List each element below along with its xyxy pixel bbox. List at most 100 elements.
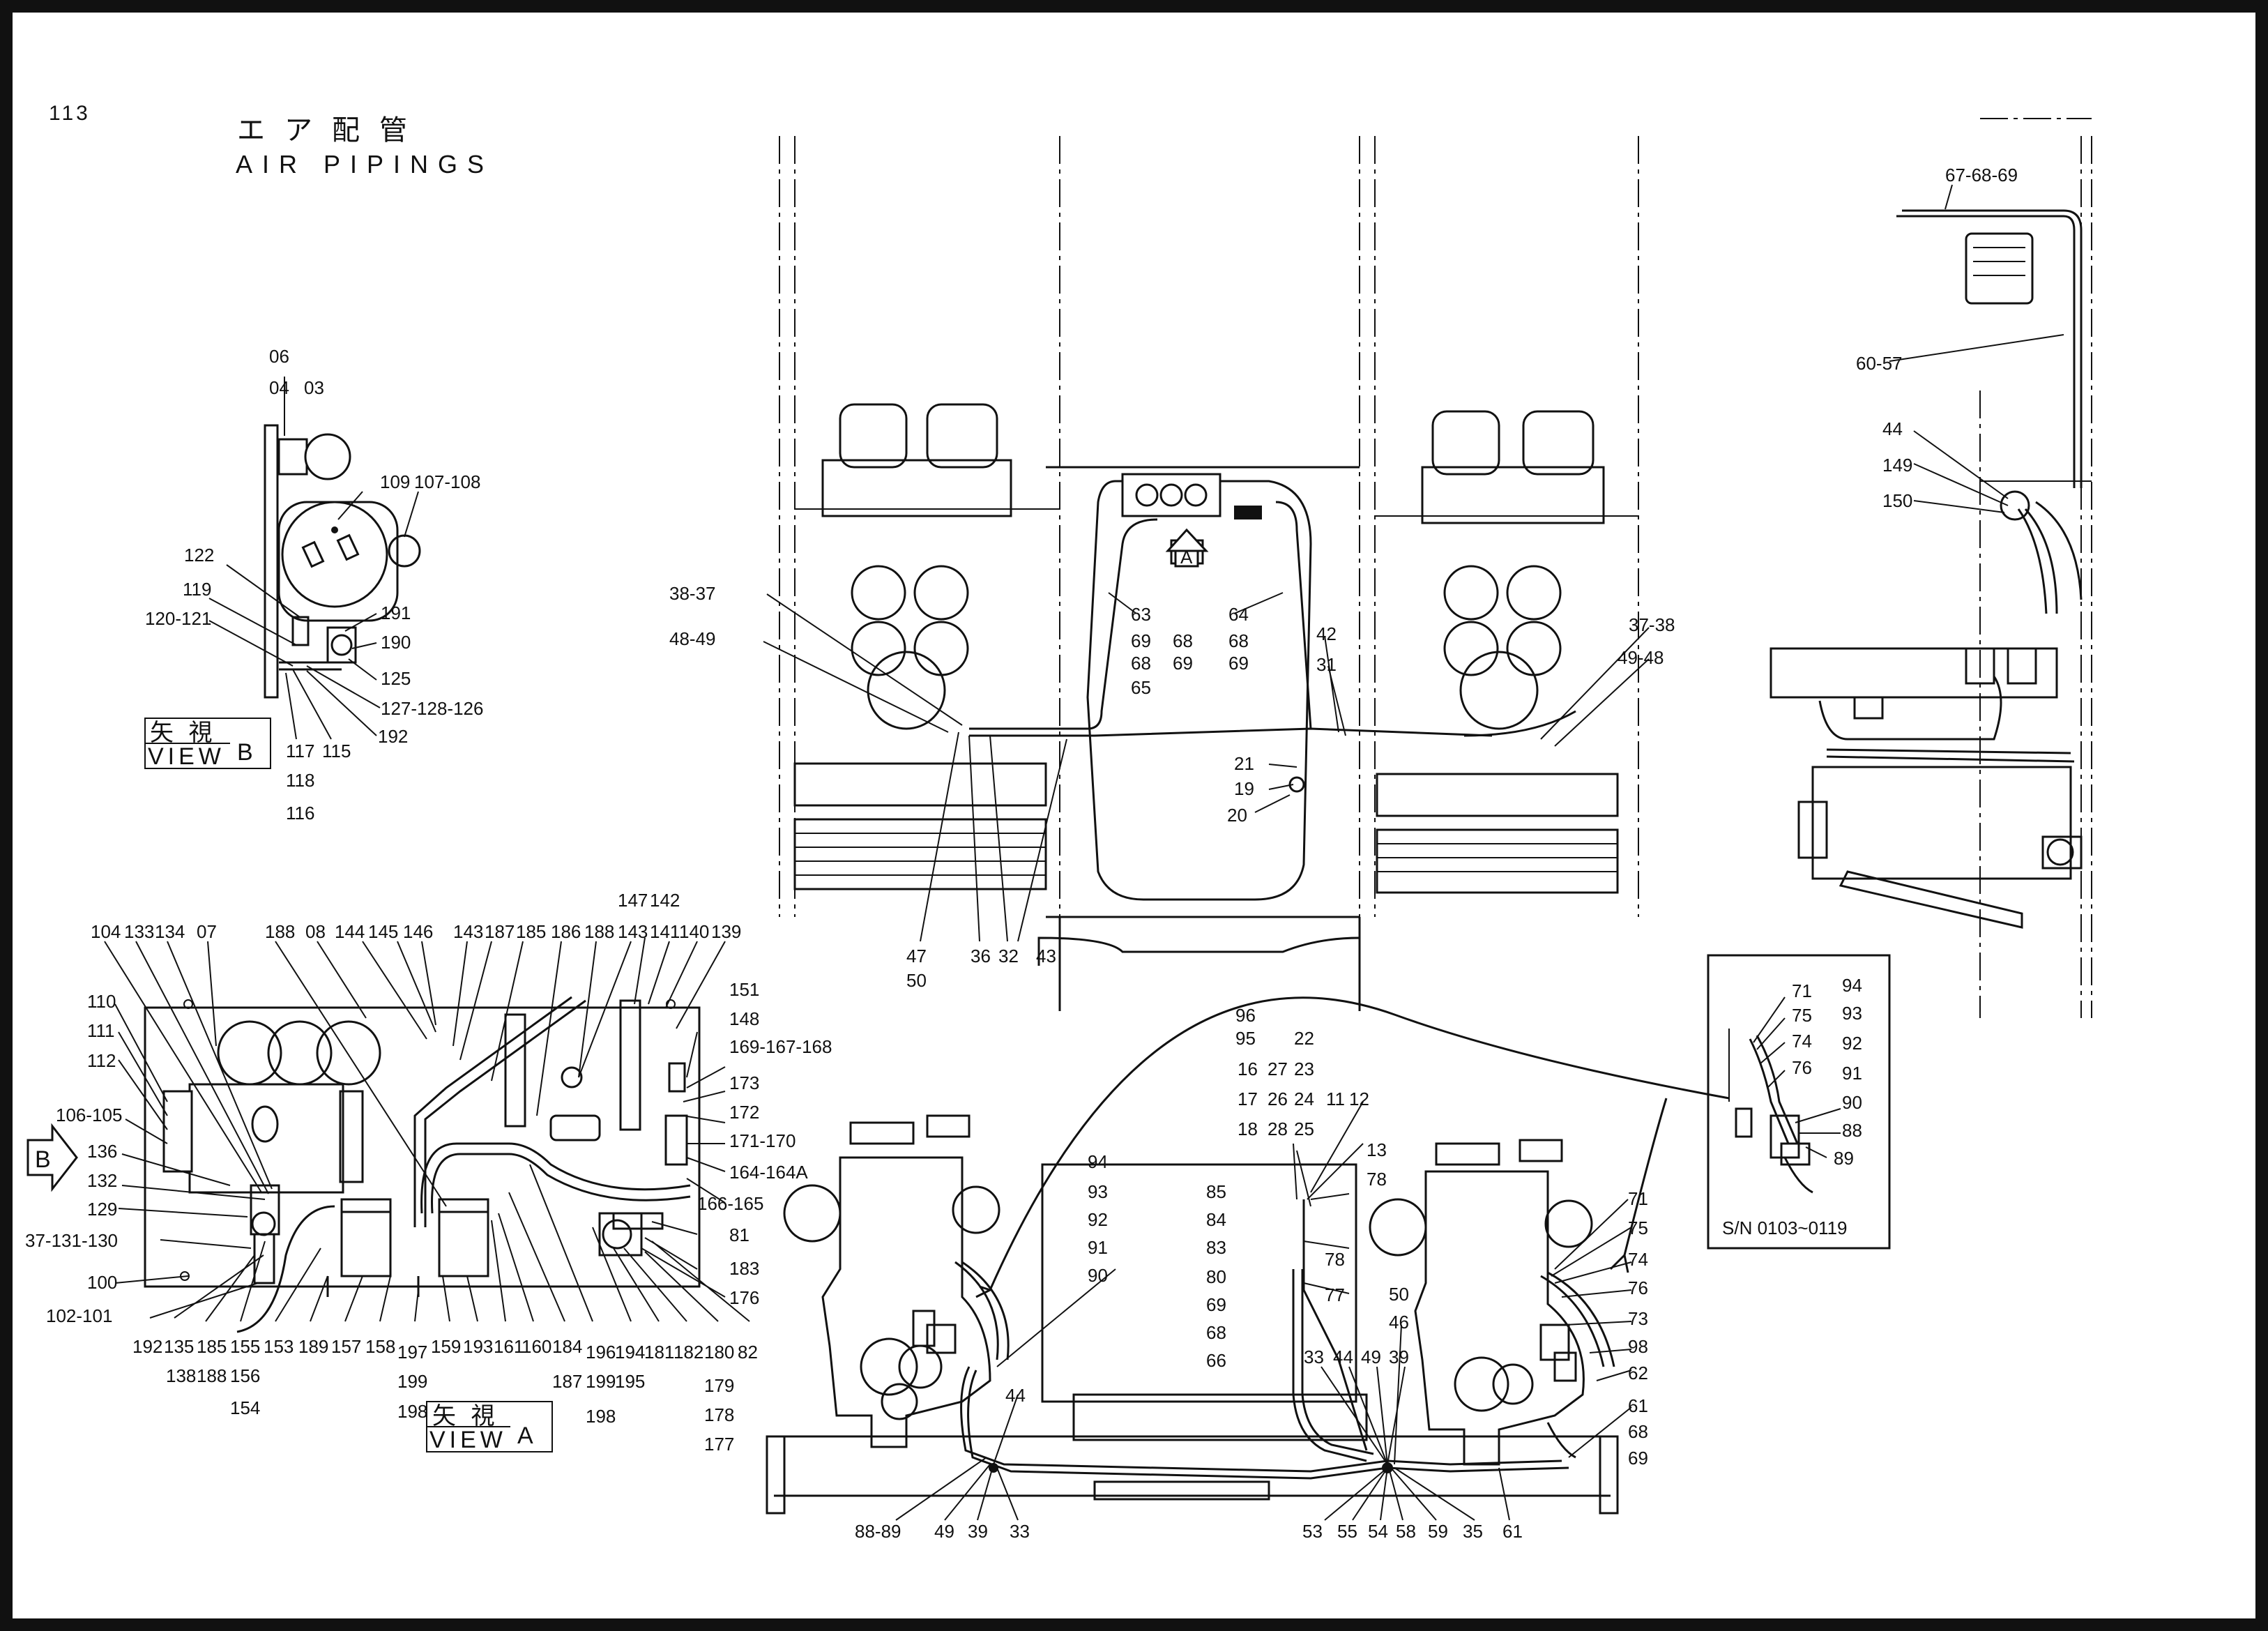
label-08: 08 <box>305 921 326 942</box>
label-25: 25 <box>1294 1118 1314 1139</box>
label-18: 18 <box>1238 1118 1258 1139</box>
label-140: 140 <box>679 921 709 942</box>
view-b-drawing <box>264 424 421 699</box>
label-66: 66 <box>1206 1350 1226 1371</box>
label-134: 134 <box>155 921 185 942</box>
label-59: 59 <box>1428 1521 1448 1542</box>
label-61-a: 61 <box>1502 1521 1523 1542</box>
svg-text:A: A <box>517 1423 538 1449</box>
label-159: 159 <box>431 1336 461 1357</box>
svg-text:VIEW: VIEW <box>148 743 225 770</box>
label-24: 24 <box>1294 1088 1314 1109</box>
label-190: 190 <box>381 632 411 653</box>
label-104: 104 <box>91 921 121 942</box>
label-136: 136 <box>87 1141 117 1162</box>
label-149: 149 <box>1882 455 1912 476</box>
label-183: 183 <box>729 1258 759 1279</box>
label-185-a: 185 <box>516 921 546 942</box>
label-69-br: 69 <box>1206 1294 1226 1315</box>
label-172: 172 <box>729 1102 759 1123</box>
label-81: 81 <box>729 1224 749 1245</box>
label-73: 73 <box>1628 1308 1648 1329</box>
label-38-37: 38-37 <box>669 583 716 604</box>
label-84: 84 <box>1206 1209 1226 1230</box>
label-53: 53 <box>1302 1521 1323 1542</box>
label-11: 11 <box>1326 1088 1345 1109</box>
label-180: 180 <box>704 1342 734 1363</box>
label-50-br: 50 <box>1389 1284 1409 1305</box>
label-141: 141 <box>650 921 680 942</box>
label-144: 144 <box>335 921 365 942</box>
label-12: 12 <box>1349 1088 1369 1109</box>
label-83: 83 <box>1206 1237 1226 1258</box>
label-96: 96 <box>1235 1005 1256 1026</box>
label-198-a: 198 <box>397 1401 427 1422</box>
label-193: 193 <box>463 1336 493 1357</box>
label-04: 04 <box>269 377 289 398</box>
label-142: 142 <box>650 890 680 911</box>
label-68-a: 68 <box>1131 653 1151 674</box>
label-69-b-br: 69 <box>1628 1448 1648 1469</box>
label-109: 109 <box>380 471 410 492</box>
label-20: 20 <box>1227 805 1247 826</box>
svg-text:矢 視: 矢 視 <box>150 720 216 746</box>
view-a-leaders <box>104 937 750 1322</box>
label-143-b: 143 <box>618 921 648 942</box>
label-26: 26 <box>1268 1088 1288 1109</box>
label-37-131-130: 37-131-130 <box>25 1230 118 1251</box>
inset-label-74: 74 <box>1792 1031 1812 1052</box>
label-156: 156 <box>230 1365 260 1386</box>
label-80: 80 <box>1206 1266 1226 1287</box>
label-176: 176 <box>729 1287 759 1308</box>
label-188-a: 188 <box>265 921 295 942</box>
label-191: 191 <box>381 602 411 623</box>
label-199-b: 199 <box>586 1371 616 1392</box>
label-150: 150 <box>1882 490 1912 511</box>
label-192-va: 192 <box>132 1336 162 1357</box>
inset-label-75: 75 <box>1792 1005 1812 1026</box>
label-184: 184 <box>552 1336 582 1357</box>
label-39-a: 39 <box>1389 1346 1409 1367</box>
label-74: 74 <box>1628 1249 1648 1270</box>
label-154: 154 <box>230 1397 260 1418</box>
label-116: 116 <box>286 803 314 824</box>
svg-text:A: A <box>1180 547 1193 568</box>
label-33-a: 33 <box>1304 1346 1324 1367</box>
label-22: 22 <box>1294 1028 1314 1049</box>
label-21: 21 <box>1234 753 1254 774</box>
label-39-b: 39 <box>968 1521 988 1542</box>
label-164-164a: 164-164A <box>729 1162 808 1183</box>
label-46: 46 <box>1389 1312 1409 1333</box>
label-111: 111 <box>87 1020 115 1041</box>
label-120-121: 120-121 <box>145 608 211 629</box>
svg-text:B: B <box>237 739 257 766</box>
top-right-leaders <box>1889 184 2064 513</box>
label-78-a: 78 <box>1367 1169 1387 1190</box>
label-129: 129 <box>87 1199 117 1220</box>
inset-label-91: 91 <box>1842 1063 1862 1084</box>
label-32: 32 <box>998 946 1019 966</box>
label-62: 62 <box>1628 1363 1648 1383</box>
label-82: 82 <box>738 1342 758 1363</box>
label-146: 146 <box>403 921 433 942</box>
label-139: 139 <box>711 921 741 942</box>
label-187-b: 187 <box>552 1371 582 1392</box>
label-182: 182 <box>673 1342 703 1363</box>
svg-text:VIEW: VIEW <box>429 1427 507 1453</box>
label-192-vb: 192 <box>378 726 408 747</box>
inset-label-94: 94 <box>1842 975 1862 996</box>
label-133: 133 <box>124 921 154 942</box>
view-a-arrow-b: B <box>26 1123 78 1192</box>
top-right-drawing <box>1770 118 2092 1018</box>
label-49-a: 49 <box>1361 1346 1381 1367</box>
label-33-b: 33 <box>1010 1521 1030 1542</box>
label-47: 47 <box>906 946 927 966</box>
inset-label-76: 76 <box>1792 1057 1812 1078</box>
label-44-b: 44 <box>1005 1385 1026 1406</box>
label-58: 58 <box>1396 1521 1416 1542</box>
view-a-caption: 矢 視 VIEW A <box>426 1401 553 1453</box>
label-177: 177 <box>704 1434 734 1455</box>
inset-label-88: 88 <box>1842 1120 1862 1141</box>
label-69-c: 69 <box>1228 653 1249 674</box>
label-198-b: 198 <box>586 1406 616 1427</box>
